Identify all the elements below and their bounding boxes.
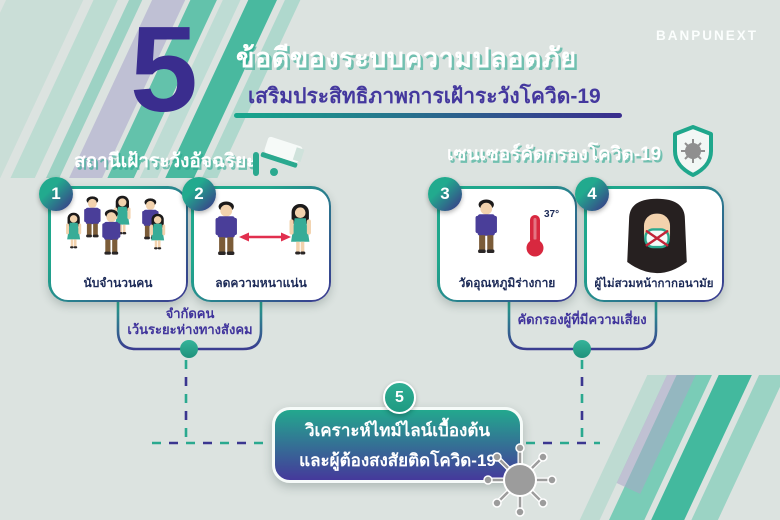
right-group-caption: คัดกรองผู้ที่มีความเสี่ยง [517,312,647,327]
sub-title: เสริมประสิทธิภาพการเฝ้าระวังโควิด-19 [248,85,601,108]
left-group-caption: จำกัดคน เว้นระยะห่างทางสังคม [112,306,268,338]
card-3-label: วัดอุณหภูมิร่างกาย [458,275,556,290]
card-4-badge: 4 [575,177,609,211]
card-temperature: 3 37° วัดอุณหภูมิร่างกาย [428,177,577,302]
right-section-title: เซนเซอร์คัดกรองโควิด-19 [447,144,662,165]
card-1-badge: 1 [39,177,73,211]
left-group-caption-line1: จำกัดคน [165,306,215,321]
body-temperature-icon: 37° [475,199,559,256]
card-2-badge: 2 [182,177,216,211]
summary-banner: วิเคราะห์ไทม์ไลน์เบื้องต้น และผู้ต้องสงส… [272,407,523,483]
card-4-label: ผู้ไม่สวมหน้ากากอนามัย [594,277,714,290]
shield-virus-icon [673,125,713,177]
summary-line2: และผู้ต้องสงสัยติดโควิด-19 [299,450,496,470]
social-distancing-icon [215,201,311,255]
main-title: ข้อดีของระบบความปลอดภัย [236,43,577,73]
no-face-mask-icon [626,198,687,273]
card-count-people: 1 [39,177,188,302]
card-no-mask: 4 ผู้ไม่สวมหน้ากากอนามัย [575,177,724,302]
people-count-icon [65,195,165,255]
cctv-camera-icon [253,136,305,176]
left-section-title: สถานีเฝ้าระวังอัจฉริยะ [74,151,257,172]
title-underline [234,113,622,118]
temperature-label: 37° [544,209,559,220]
card-2-label: ลดความหนาแน่น [215,275,307,290]
decorative-stripes-bottom-right [555,375,780,520]
card-reduce-density: 2 ลดความหนาแน่น [182,177,331,302]
banpu-next-logo: BANPUNEXT [655,28,758,43]
card-3-badge: 3 [428,177,462,211]
card-1-label: นับจำนวนคน [83,275,153,290]
left-group-caption-line2: เว้นระยะห่างทางสังคม [127,322,253,337]
summary-line1: วิเคราะห์ไทม์ไลน์เบื้องต้น [304,420,491,440]
summary-badge-5: 5 [383,381,416,414]
virus-icon [483,443,557,517]
big-number-5: 5 [130,1,198,137]
